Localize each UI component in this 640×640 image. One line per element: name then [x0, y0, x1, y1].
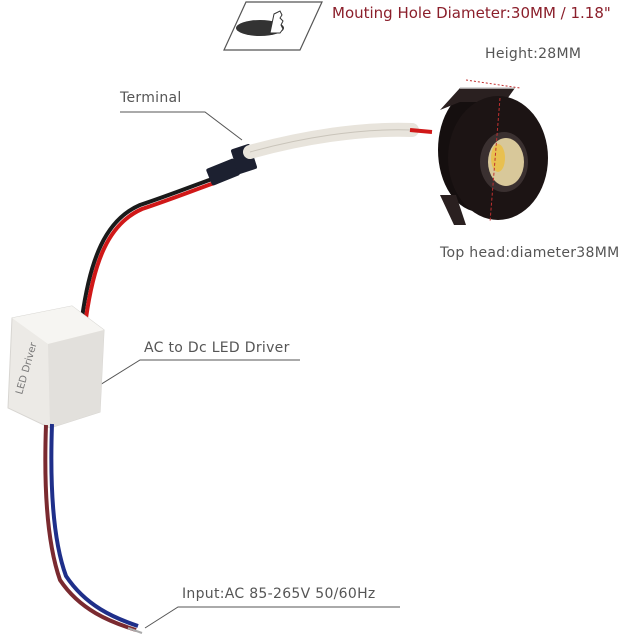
led-driver-box: LED Driver — [7, 305, 105, 429]
input-leader-line — [144, 606, 400, 629]
dc-wires — [80, 176, 218, 319]
driver-leader-line — [94, 359, 300, 389]
input-label: Input:AC 85-265V 50/60Hz — [182, 586, 376, 602]
ac-wires — [43, 423, 143, 634]
mounting-hole-icon — [223, 1, 323, 51]
led-downlight-fixture — [438, 79, 548, 225]
driver-label: AC to Dc LED Driver — [144, 340, 290, 356]
sleeved-cable — [243, 122, 419, 159]
top-head-label: Top head:diameter38MM — [440, 245, 620, 261]
mounting-hole-title: Mouting Hole Diameter:30MM / 1.18" — [332, 4, 611, 22]
terminal-label: Terminal — [120, 90, 182, 106]
height-label: Height:28MM — [485, 46, 582, 62]
terminal-leader-line — [120, 111, 243, 141]
